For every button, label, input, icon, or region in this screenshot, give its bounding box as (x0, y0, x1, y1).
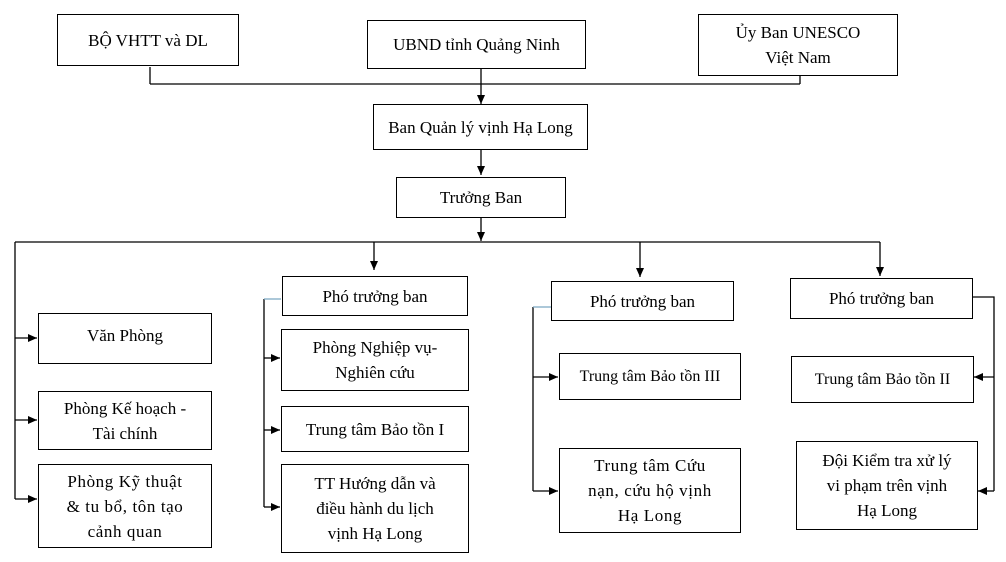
node-pho-truong-ban-1: Phó trưởng ban (282, 276, 468, 316)
label-ubnd: UBND tỉnh Quảng Ninh (393, 35, 560, 54)
node-huong-dan: TT Hướng dẫn và điều hành du lịch vịnh H… (281, 464, 469, 553)
label-unesco: Ủy Ban UNESCO Việt Nam (735, 23, 861, 67)
node-ubnd: UBND tỉnh Quảng Ninh (367, 20, 586, 69)
node-kiem-tra: Đội Kiểm tra xử lý vi phạm trên vịnh Hạ … (796, 441, 978, 530)
label-pho-3: Phó trưởng ban (828, 289, 935, 308)
node-ke-hoach: Phòng Kế hoạch - Tài chính (38, 391, 212, 450)
label-cuu-nan: Trung tâm Cứu nạn, cứu hộ vịnh Hạ Long (588, 456, 712, 525)
label-bao-ton-1: Trung tâm Bảo tồn I (305, 419, 445, 439)
label-huong-dan: TT Hướng dẫn và điều hành du lịch vịnh H… (314, 474, 436, 543)
label-truong-ban: Trưởng Ban (439, 188, 523, 207)
node-truong-ban: Trưởng Ban (396, 177, 566, 218)
line-pho3-connector (972, 296, 995, 491)
node-van-phong: Văn Phòng (38, 313, 212, 364)
node-ban-ql: Ban Quản lý vịnh Hạ Long (373, 104, 588, 150)
label-bvhttdl: BỘ VHTT và DL (88, 30, 208, 50)
label-kiem-tra: Đội Kiểm tra xử lý vi phạm trên vịnh Hạ … (822, 451, 952, 520)
node-unesco: Ủy Ban UNESCO Việt Nam (698, 14, 898, 76)
node-bao-ton-3: Trung tâm Bảo tồn III (559, 353, 741, 400)
label-bao-ton-3: Trung tâm Bảo tồn III (579, 368, 721, 385)
node-cuu-nan: Trung tâm Cứu nạn, cứu hộ vịnh Hạ Long (559, 448, 741, 533)
node-bao-ton-1: Trung tâm Bảo tồn I (281, 406, 469, 452)
label-pho-1: Phó trưởng ban (322, 286, 428, 306)
label-nghiep-vu: Phòng Nghiệp vụ- Nghiên cứu (312, 338, 438, 382)
node-pho-truong-ban-2: Phó trưởng ban (551, 281, 734, 321)
node-nghiep-vu: Phòng Nghiệp vụ- Nghiên cứu (281, 329, 469, 391)
label-pho-2: Phó trưởng ban (589, 291, 696, 311)
label-ban-ql: Ban Quản lý vịnh Hạ Long (388, 117, 573, 137)
node-bao-ton-2: Trung tâm Bảo tồn II (791, 356, 974, 403)
node-ky-thuat: Phòng Kỹ thuật & tu bổ, tôn tạo cảnh qua… (38, 464, 212, 548)
label-ky-thuat: Phòng Kỹ thuật & tu bổ, tôn tạo cảnh qua… (66, 471, 184, 541)
node-bvhttdl: BỘ VHTT và DL (57, 14, 239, 66)
node-pho-truong-ban-3: Phó trưởng ban (790, 278, 973, 319)
label-van-phong: Văn Phòng (86, 326, 164, 345)
label-ke-hoach: Phòng Kế hoạch - Tài chính (63, 398, 187, 443)
label-bao-ton-2: Trung tâm Bảo tồn II (814, 371, 951, 388)
